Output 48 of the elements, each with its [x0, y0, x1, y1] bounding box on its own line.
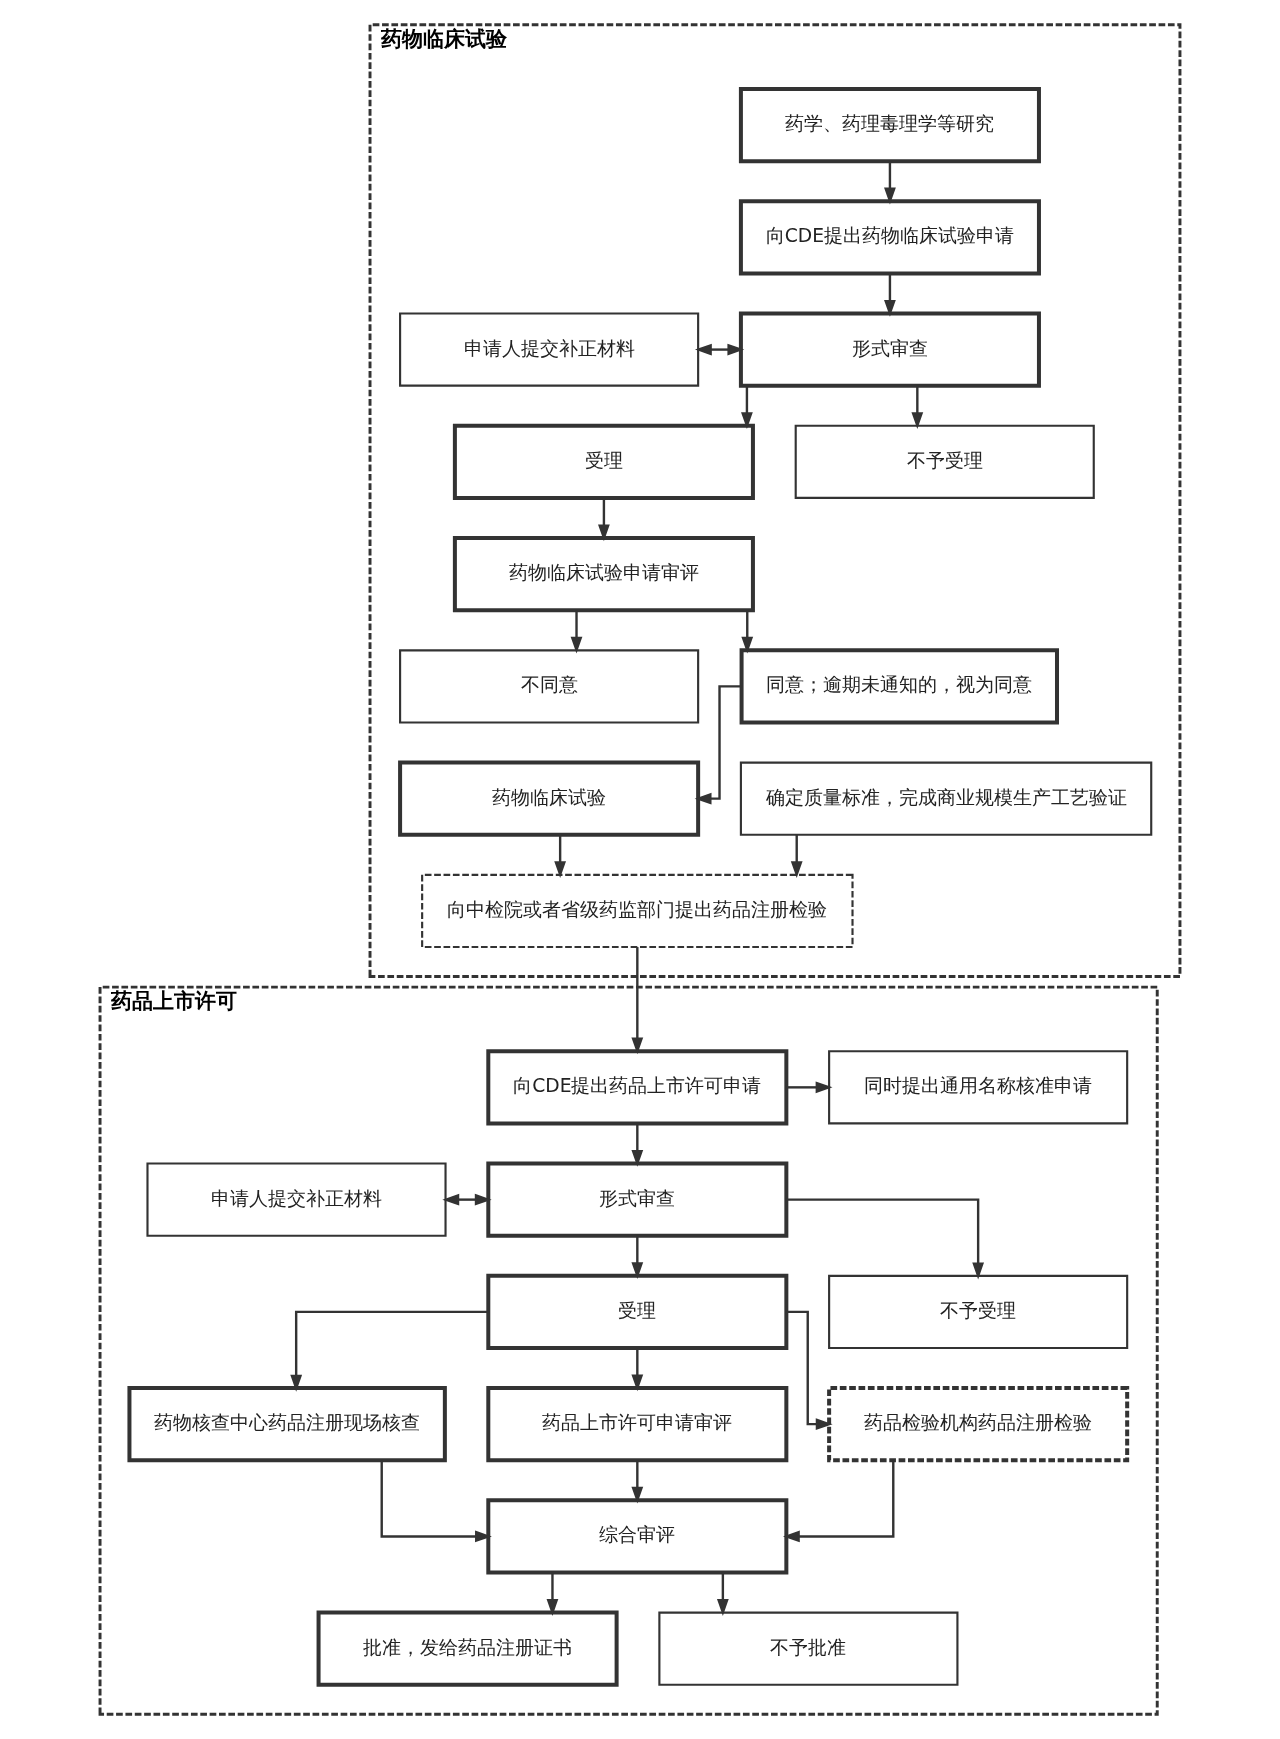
arrow — [570, 610, 583, 654]
node-box: 综合审评 — [486, 1498, 789, 1575]
node-box: 受理 — [486, 1273, 789, 1350]
node-box: 形式审查 — [738, 311, 1041, 388]
node-box: 向CDE提出药物临床试验申请 — [738, 199, 1041, 276]
arrow — [554, 834, 567, 879]
arrow — [631, 1123, 644, 1167]
node-box: 药物临床试验 — [398, 760, 701, 837]
arrow — [884, 273, 896, 317]
node-box: 确定质量标准，完成商业规模生产工艺验证 — [739, 761, 1153, 836]
arrow — [631, 947, 644, 1055]
node-box: 药品检验机构药品注册检验 — [827, 1386, 1130, 1463]
node-box: 药学、药理毒理学等研究 — [738, 86, 1041, 164]
arrow — [631, 1235, 644, 1280]
node-box: 药物核查中心药品注册现场核查 — [127, 1386, 447, 1463]
arrow — [694, 343, 745, 356]
node-box: 不予受理 — [794, 424, 1095, 499]
arrow — [546, 1572, 559, 1616]
arrow — [782, 1460, 895, 1543]
node-box: 申请人提交补正材料 — [146, 1162, 447, 1237]
arrow — [631, 1460, 644, 1504]
node-box: 不同意 — [399, 649, 700, 724]
arrow — [290, 1310, 489, 1392]
arrow — [598, 498, 610, 542]
arrow — [786, 1310, 833, 1431]
arrow — [741, 610, 754, 654]
arrow — [716, 1572, 729, 1616]
arrow — [884, 161, 896, 205]
node-box: 向CDE提出药品上市许可申请 — [486, 1049, 789, 1126]
node-box: 申请人提交补正材料 — [399, 312, 700, 387]
node-box: 同时提出通用名称核准申请 — [828, 1050, 1129, 1125]
arrow — [442, 1193, 492, 1206]
arrow — [380, 1460, 492, 1543]
node-box: 药品上市许可申请审评 — [486, 1386, 789, 1463]
node-box: 批准，发给药品注册证书 — [316, 1610, 619, 1687]
node-box: 药物临床试验申请审评 — [452, 536, 755, 613]
arrow — [790, 834, 803, 879]
arrow — [741, 385, 753, 430]
arrow — [631, 1348, 644, 1392]
node-box: 向中检院或者省级药监部门提出药品注册检验 — [421, 873, 854, 949]
node-box: 不予受理 — [828, 1274, 1129, 1350]
arrow — [786, 1198, 985, 1280]
arrow — [786, 1081, 833, 1094]
node-box: 受理 — [452, 423, 755, 500]
node-box: 同意；逾期未通知的，视为同意 — [739, 648, 1059, 725]
arrow — [911, 385, 924, 430]
node-box: 形式审查 — [486, 1161, 789, 1238]
node-box: 不予批准 — [658, 1611, 959, 1686]
